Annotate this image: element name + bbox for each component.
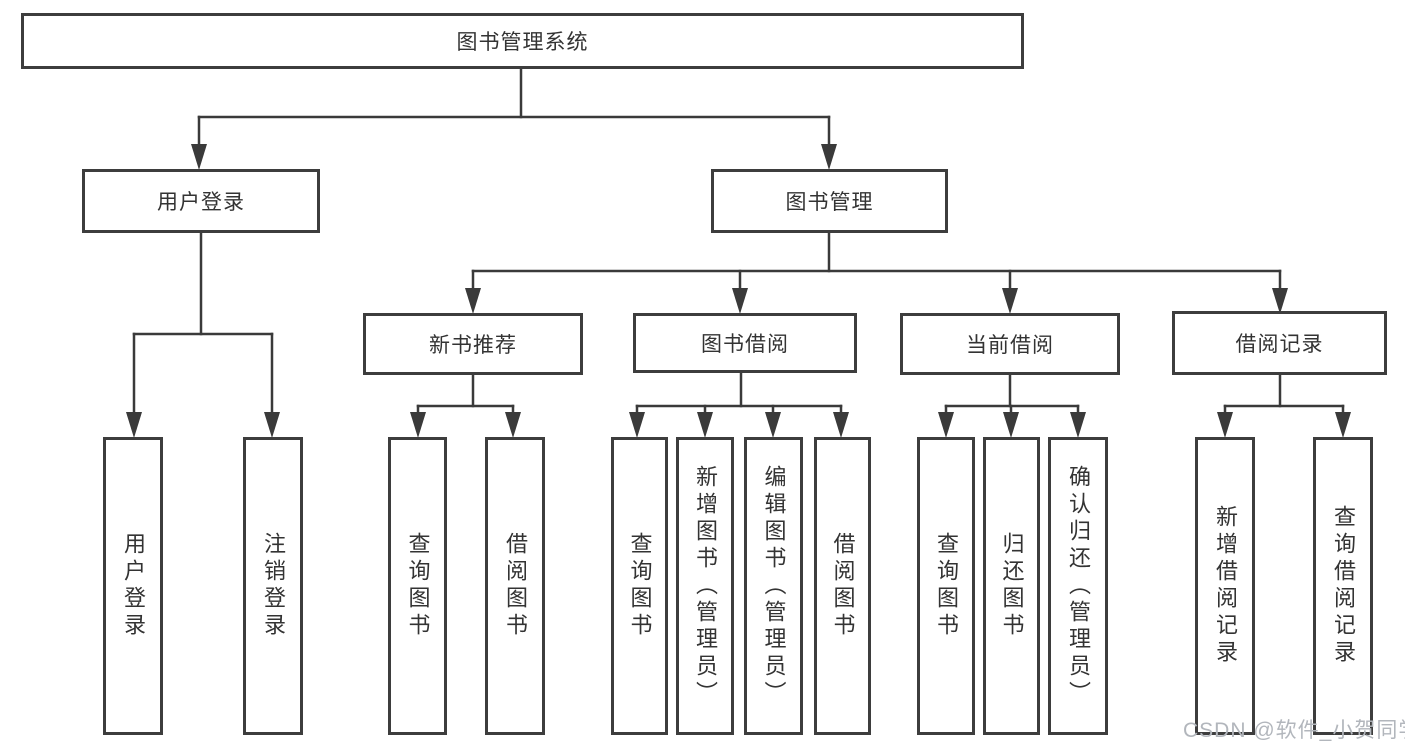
node-borrow-records-label: 借阅记录 bbox=[1235, 333, 1324, 356]
leaf-confirm-return-label: 确认归还（管理员） bbox=[1066, 464, 1091, 708]
leaf-add-borrow-record-label: 新增借阅记录 bbox=[1213, 505, 1238, 667]
leaf-return-books-label: 归还图书 bbox=[999, 532, 1025, 640]
leaf-user-login-label: 用户登录 bbox=[121, 532, 146, 640]
connector-borrow-records-branch bbox=[1217, 371, 1351, 438]
node-book-borrow: 图书借阅 bbox=[633, 313, 857, 373]
leaf-confirm-return: 确认归还（管理员） bbox=[1048, 437, 1108, 735]
leaf-query-borrow-record: 查询借阅记录 bbox=[1313, 437, 1373, 735]
connector-book-mgmt-to-level3 bbox=[465, 231, 1288, 314]
leaf-borrow-books-2-label: 借阅图书 bbox=[830, 532, 856, 640]
leaf-query-books-2-label: 查询图书 bbox=[627, 532, 653, 640]
connector-current-borrow-branch bbox=[938, 371, 1086, 438]
node-user-login-label: 用户登录 bbox=[157, 191, 245, 214]
node-root: 图书管理系统 bbox=[21, 13, 1024, 69]
leaf-borrow-books-1: 借阅图书 bbox=[485, 437, 545, 735]
leaf-borrow-books-1-label: 借阅图书 bbox=[503, 532, 528, 640]
leaf-query-borrow-record-label: 查询借阅记录 bbox=[1331, 505, 1356, 667]
node-user-login: 用户登录 bbox=[82, 169, 320, 233]
leaf-query-books-1-label: 查询图书 bbox=[405, 532, 431, 640]
leaf-query-books-3-label: 查询图书 bbox=[934, 532, 959, 640]
node-new-book-rec: 新书推荐 bbox=[363, 313, 583, 375]
csdn-watermark: CSDN @软件_小贺同学 bbox=[1183, 719, 1405, 742]
connector-root-to-level2 bbox=[191, 65, 837, 170]
leaf-return-books: 归还图书 bbox=[983, 437, 1040, 735]
leaf-edit-books-label: 编辑图书（管理员） bbox=[761, 464, 787, 708]
node-book-borrow-label: 图书借阅 bbox=[701, 333, 789, 356]
node-book-mgmt: 图书管理 bbox=[711, 169, 948, 233]
node-current-borrow-label: 当前借阅 bbox=[966, 334, 1054, 357]
node-new-book-rec-label: 新书推荐 bbox=[429, 334, 517, 357]
leaf-logout: 注销登录 bbox=[243, 437, 303, 735]
leaf-add-borrow-record: 新增借阅记录 bbox=[1195, 437, 1255, 735]
leaf-add-books: 新增图书（管理员） bbox=[676, 437, 734, 735]
node-borrow-records: 借阅记录 bbox=[1172, 311, 1387, 375]
leaf-borrow-books-2: 借阅图书 bbox=[814, 437, 871, 735]
connector-book-borrow-branch bbox=[629, 371, 849, 438]
leaf-user-login: 用户登录 bbox=[103, 437, 163, 735]
leaf-logout-label: 注销登录 bbox=[261, 532, 286, 640]
leaf-query-books-3: 查询图书 bbox=[917, 437, 975, 735]
leaf-query-books-1: 查询图书 bbox=[388, 437, 447, 735]
leaf-edit-books: 编辑图书（管理员） bbox=[744, 437, 803, 735]
connector-new-book-branch bbox=[410, 371, 521, 438]
connector-user-login-branch bbox=[126, 231, 280, 438]
node-current-borrow: 当前借阅 bbox=[900, 313, 1120, 375]
leaf-add-books-label: 新增图书（管理员） bbox=[693, 464, 718, 708]
node-book-mgmt-label: 图书管理 bbox=[785, 191, 874, 214]
leaf-query-books-2: 查询图书 bbox=[611, 437, 668, 735]
node-root-label: 图书管理系统 bbox=[456, 31, 589, 54]
